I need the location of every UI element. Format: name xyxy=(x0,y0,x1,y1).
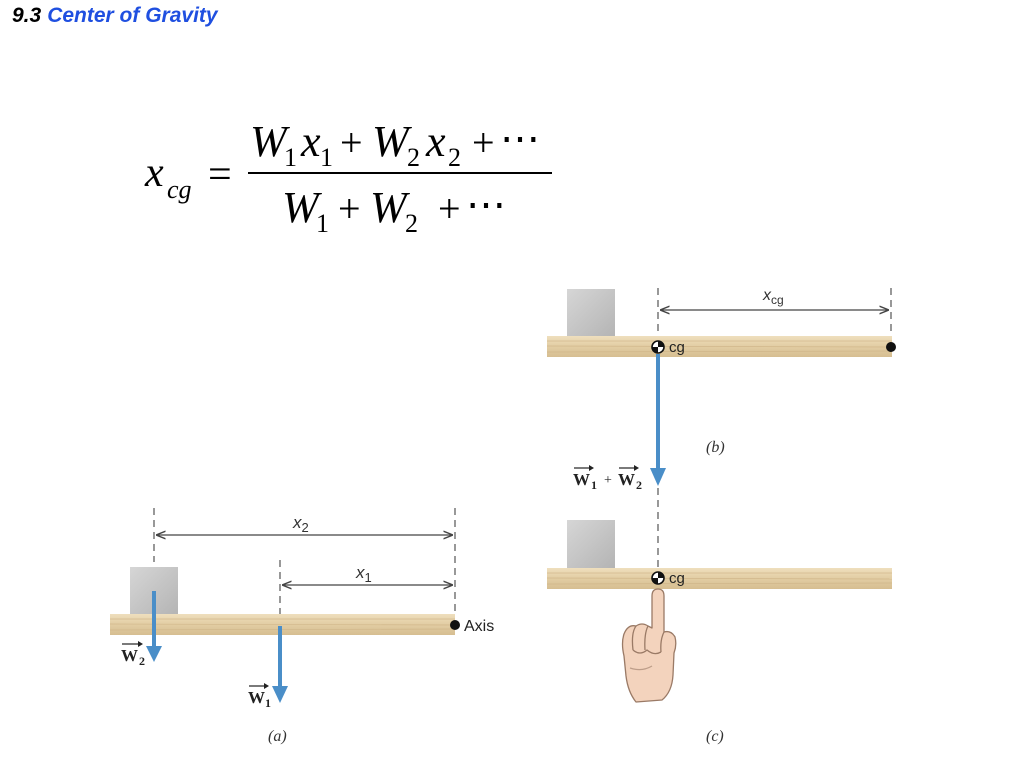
den-dots: ⋯ xyxy=(466,182,506,227)
b-board-grain xyxy=(546,340,893,353)
a-axis-label: Axis xyxy=(464,618,494,635)
b-caption: (b) xyxy=(706,439,725,456)
num-w2-sub: 2 xyxy=(407,143,420,172)
svg-text:2: 2 xyxy=(139,654,145,668)
num-w1: W xyxy=(250,117,290,166)
a-board-grain xyxy=(109,618,456,631)
cg-formula: x cg = W 1 x 1 + W 2 x 2 + ⋯ W 1 + W 2 +… xyxy=(144,116,552,238)
section-number: 9.3 xyxy=(12,4,42,27)
figure-b: xcg cg W 1 + W 2 (b) xyxy=(546,287,896,568)
formula-lhs-sub: cg xyxy=(167,175,192,204)
den-w1-sub: 1 xyxy=(316,209,329,238)
den-w1: W xyxy=(282,183,322,232)
section-name: Center of Gravity xyxy=(47,4,218,27)
a-caption: (a) xyxy=(268,728,287,745)
b-cg-label: cg xyxy=(669,339,685,356)
a-axis-dot xyxy=(450,620,460,630)
svg-text:2: 2 xyxy=(636,478,642,492)
a-w1-arrow-head xyxy=(272,686,288,703)
a-x2-label: x2 xyxy=(292,513,309,535)
den-w2: W xyxy=(370,183,410,232)
pointing-hand-icon xyxy=(621,588,677,703)
num-plus2: + xyxy=(472,120,495,165)
b-wsum-arrow-head xyxy=(650,468,666,486)
figure-a: x2 x1 Axis W 2 W 1 xyxy=(109,508,494,745)
b-wsum-label: W 1 + W 2 xyxy=(573,465,642,492)
a-x1-label: x1 xyxy=(355,563,372,585)
formula-equals: = xyxy=(208,152,232,198)
svg-text:1: 1 xyxy=(591,478,597,492)
formula-lhs-var: x xyxy=(144,150,164,196)
c-board-grain xyxy=(546,572,893,585)
svg-text:W: W xyxy=(573,470,590,489)
num-dots: ⋯ xyxy=(500,116,540,161)
den-plus2: + xyxy=(438,186,461,231)
c-caption: (c) xyxy=(706,728,724,745)
svg-text:W: W xyxy=(618,470,635,489)
b-xcg-label: xcg xyxy=(762,287,784,307)
b-axis-dot xyxy=(886,342,896,352)
a-w1-label: W 1 xyxy=(248,683,271,710)
b-block xyxy=(567,289,615,337)
den-w2-sub: 2 xyxy=(405,209,418,238)
num-x2-sub: 2 xyxy=(448,143,461,172)
num-w1-sub: 1 xyxy=(284,143,297,172)
a-w2-label: W 2 xyxy=(121,641,145,668)
svg-text:W: W xyxy=(248,688,265,707)
a-w2-arrow-head xyxy=(146,646,162,662)
svg-text:W: W xyxy=(121,646,138,665)
c-cg-label: cg xyxy=(669,570,685,587)
den-plus1: + xyxy=(338,186,361,231)
num-x2: x xyxy=(425,117,446,166)
num-plus1: + xyxy=(340,120,363,165)
num-x1-sub: 1 xyxy=(320,143,333,172)
c-block xyxy=(567,520,615,568)
num-x1: x xyxy=(300,117,321,166)
b-cg-marker xyxy=(651,340,665,354)
svg-text:1: 1 xyxy=(265,696,271,710)
figure-c: cg (c) xyxy=(546,520,893,745)
c-cg-marker xyxy=(651,571,665,585)
num-w2: W xyxy=(372,117,412,166)
svg-text:+: + xyxy=(604,473,612,488)
